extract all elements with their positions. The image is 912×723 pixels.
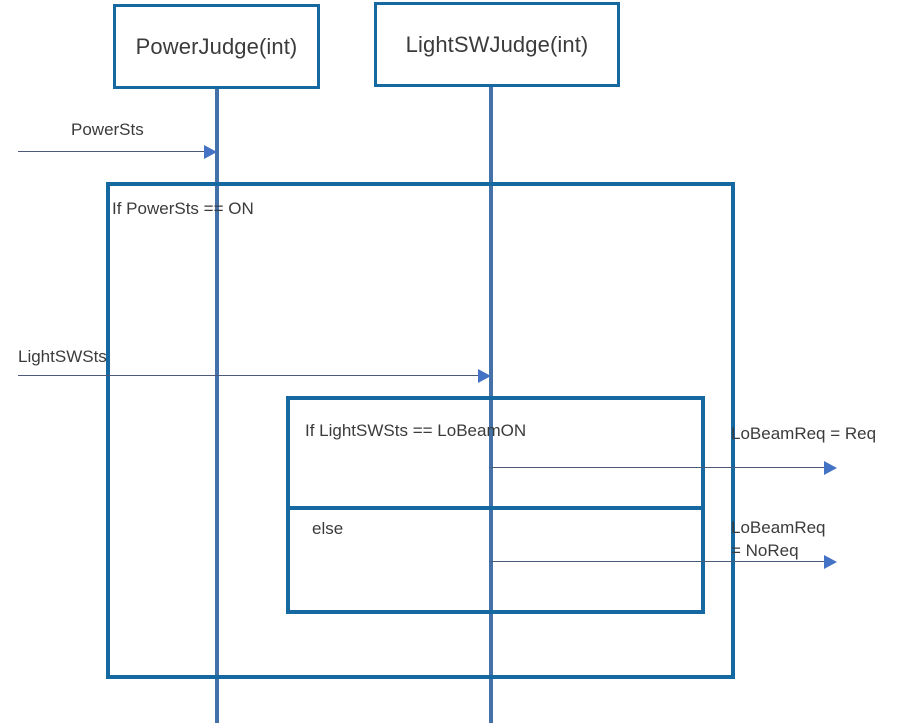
message-lightsw-sts-label: LightSWSts xyxy=(18,347,107,366)
lifeline-lightsw-judge xyxy=(489,87,493,723)
participant-power-judge[interactable]: PowerJudge(int) xyxy=(113,4,320,89)
message-power-sts-arrowhead xyxy=(204,145,217,159)
message-power-sts-label: PowerSts xyxy=(71,120,144,139)
message-lightsw-sts-line xyxy=(18,375,484,376)
message-lobeamreq-req-label: LoBeamReq = Req xyxy=(731,424,877,443)
message-lightsw-sts-arrowhead xyxy=(478,369,491,383)
message-lobeamreq-noreq-label: LoBeamReq = NoReq xyxy=(731,518,826,560)
fragment-outer-if[interactable] xyxy=(106,182,735,679)
message-lobeamreq-noreq-line xyxy=(491,561,827,562)
participant-lightsw-judge[interactable]: LightSWJudge(int) xyxy=(374,2,620,87)
fragment-outer-if-label: If PowerSts == ON xyxy=(112,199,254,218)
message-lobeamreq-req-arrowhead xyxy=(824,461,837,475)
participant-lightsw-judge-label: LightSWJudge(int) xyxy=(405,31,589,57)
message-lobeamreq-noreq-arrowhead xyxy=(824,555,837,569)
fragment-inner-alt-label: If LightSWSts == LoBeamON xyxy=(305,421,527,440)
lifeline-power-judge xyxy=(215,89,219,723)
fragment-inner-alt-else-label: else xyxy=(312,519,344,538)
fragment-inner-alt-divider xyxy=(286,506,705,510)
message-lobeamreq-req-line xyxy=(491,467,827,468)
fragment-inner-alt[interactable] xyxy=(286,396,705,614)
message-power-sts-line xyxy=(18,151,210,152)
participant-power-judge-label: PowerJudge(int) xyxy=(135,33,298,59)
